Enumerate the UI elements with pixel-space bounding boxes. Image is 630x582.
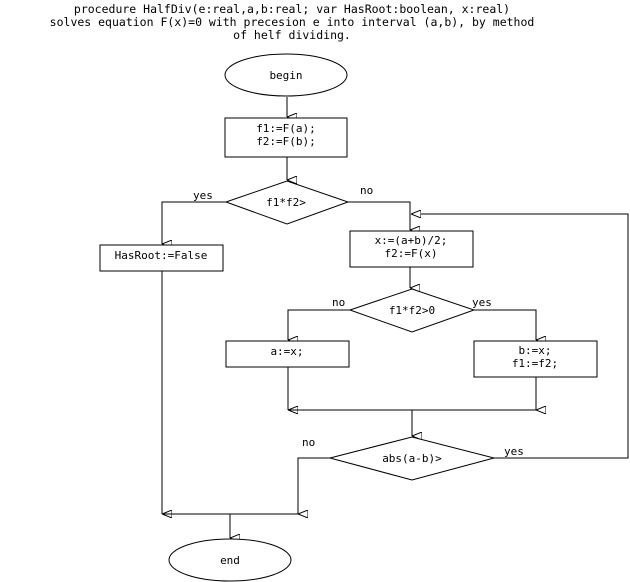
init-process xyxy=(224,117,348,158)
cond3-decision xyxy=(328,436,496,481)
cond1-label: f1*f2> xyxy=(266,196,306,209)
cond3-yes-label: yes xyxy=(504,445,524,458)
mid-line-2: f2:=F(x) xyxy=(385,247,438,260)
cond2-no-label: no xyxy=(332,296,345,309)
edge-cond2-no xyxy=(287,309,350,340)
init-line-1: f1:=F(a); xyxy=(256,122,316,135)
cond1-no-label: no xyxy=(360,184,373,197)
cond1-decision xyxy=(224,180,350,225)
cond1-yes-label: yes xyxy=(193,189,213,202)
assign-b-line-1: b:=x; xyxy=(518,344,551,357)
cond2-label: f1*f2>0 xyxy=(389,304,435,317)
noroot-label: HasRoot:=False xyxy=(115,249,208,262)
header-line-1: procedure HalfDiv(e:real,a,b:real; var H… xyxy=(73,2,511,16)
header-line-3: of helf dividing. xyxy=(233,28,351,42)
edge-cond2-yes xyxy=(474,309,536,340)
header-line-2: solves equation F(x)=0 with precesion e … xyxy=(49,15,535,29)
assign-b-line-2: f1:=f2; xyxy=(512,357,558,370)
procedure-header: procedure HalfDiv(e:real,a,b:real; var H… xyxy=(0,3,584,42)
init-line-2: f2:=F(b); xyxy=(256,135,316,148)
edge-cond3-no xyxy=(297,457,330,514)
cond3-no-label: no xyxy=(302,436,315,449)
mid-process xyxy=(349,230,474,268)
mid-line-1: x:=(a+b)/2; xyxy=(375,234,448,247)
edge-cond3-yes-loop xyxy=(411,214,629,459)
end-label: end xyxy=(220,554,240,567)
end-terminal xyxy=(168,538,292,582)
assign-b-process xyxy=(473,340,598,378)
noroot-process xyxy=(99,244,224,272)
cond2-decision xyxy=(348,288,476,333)
assign-a-process xyxy=(225,340,350,368)
cond3-label: abs(a-b)> xyxy=(382,452,442,465)
edge-cond1-yes xyxy=(161,201,226,244)
begin-terminal xyxy=(224,53,348,97)
begin-label: begin xyxy=(269,69,302,82)
cond2-yes-label: yes xyxy=(472,296,492,309)
edge-cond1-no xyxy=(348,201,410,230)
assign-a-label: a:=x; xyxy=(270,345,303,358)
